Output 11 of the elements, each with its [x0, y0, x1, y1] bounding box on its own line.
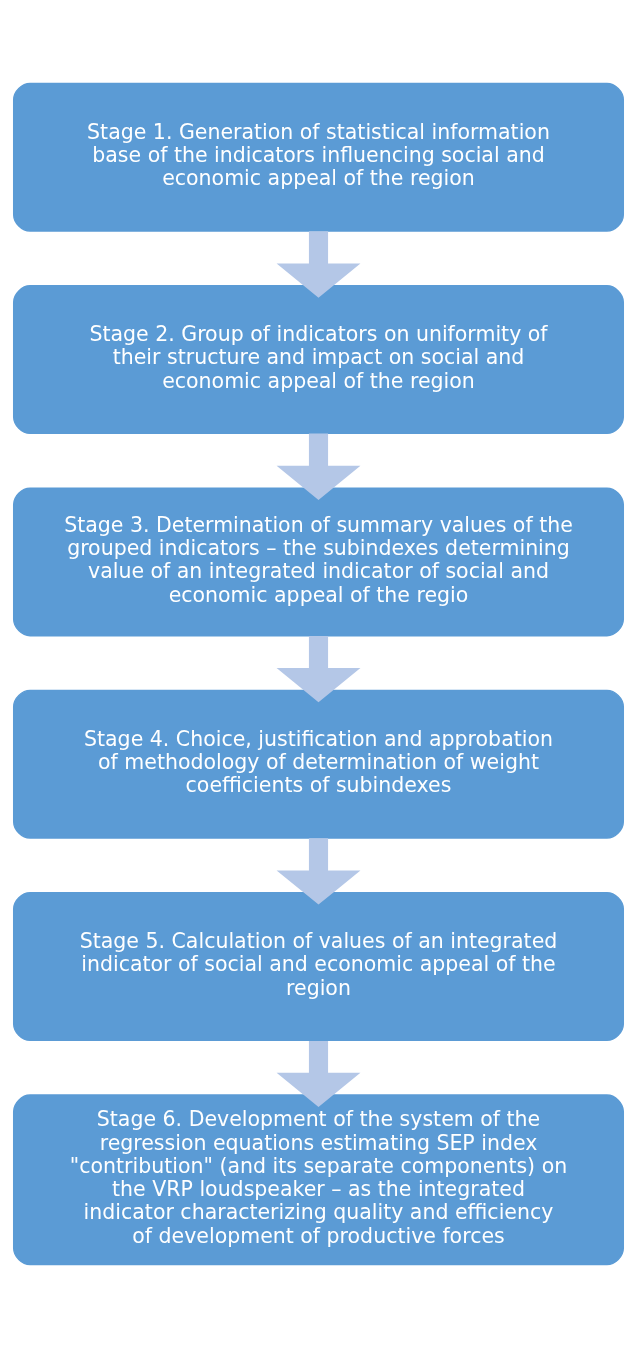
node-box: Stage 5. Calculation of values of an integrated indicator of social and economic appeal of the region — [13, 892, 624, 1042]
node-box: Stage 4. Choice, justification and approbation of methodology of determination of weight coefficients of subindexes — [13, 689, 624, 839]
arrow — [276, 635, 361, 703]
node-box: Stage 1. Generation of statistical information base of the indicators influencing social and economic appeal of the region — [13, 82, 624, 232]
arrow — [276, 433, 361, 500]
node-box: Stage 3. Determination of summary values of the grouped indicators – the subindexes determining value of an integrated indicator of social and economic appeal of the regio — [13, 487, 624, 637]
arrow — [276, 231, 361, 298]
arrow — [276, 838, 361, 905]
node-box: Stage 2. Group of indicators on uniformity of their structure and impact on social and economic appeal of the region — [13, 285, 624, 435]
arrow — [276, 1040, 361, 1108]
node-box: Stage 6. Development of the system of the regression equations estimating SEP index "contribution" (and its separate components) on the VRP loudspeaker – as the integrated indicator characterizing quality and efficiency of development of productive forces — [13, 1094, 624, 1266]
